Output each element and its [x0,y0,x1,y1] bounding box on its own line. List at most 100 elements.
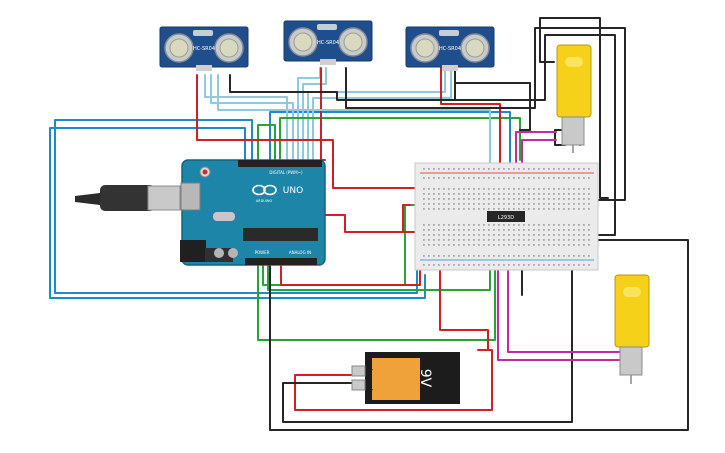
breadboard-hole [473,203,475,205]
digital-header-label: DIGITAL (PWM~) [269,170,303,175]
breadboard-hole [428,264,430,266]
usb-connector [147,185,181,211]
breadboard-hole [513,177,515,179]
black-wire-1[interactable] [345,27,626,201]
arduino-uno-board[interactable]: DIGITAL (PWM~) UNO ARDUINO POWER ANALOG … [180,159,326,266]
breadboard-hole [568,203,570,205]
breadboard-hole [428,198,430,200]
breadboard-hole [578,177,580,179]
red-wire-battery[interactable] [294,349,493,411]
breadboard-hole [443,264,445,266]
breadboard-hole [423,264,425,266]
red-wire-2[interactable] [320,67,326,161]
light-blue-wire-1[interactable] [204,74,288,166]
ultrasonic-sensor-middle[interactable]: HC-SR04 [283,20,373,65]
sensor-pins [442,65,458,71]
breadboard-hole [518,188,520,190]
breadboard-hole [428,177,430,179]
magenta-wire-1[interactable] [497,229,623,361]
ultrasonic-sensor-right[interactable]: HC-SR04 [405,26,495,71]
driver-chip[interactable] [487,211,525,222]
breadboard-hole [423,224,425,226]
breadboard-hole [448,239,450,241]
breadboard-hole [563,188,565,190]
breadboard-hole [533,198,535,200]
light-blue-wire-2[interactable] [210,74,294,166]
breadboard-hole [573,264,575,266]
breadboard-hole [563,177,565,179]
breadboard-hole [588,255,590,257]
breadboard-hole [543,203,545,205]
red-wire-1[interactable] [196,74,431,189]
breadboard-hole [578,168,580,170]
green-wire-1[interactable] [279,117,521,166]
breadboard-hole [553,193,555,195]
breadboard-hole [538,208,540,210]
breadboard-hole [433,224,435,226]
dc-motor-bottom[interactable] [614,274,650,384]
light-blue-wire-5[interactable] [307,67,446,166]
magenta-wire-2[interactable] [507,229,623,353]
breadboard-hole [563,244,565,246]
light-blue-wire-4[interactable] [302,67,327,166]
light-blue-wire-6[interactable] [312,67,452,166]
breadboard-hole [558,224,560,226]
breadboard-hole [468,203,470,205]
breadboard-hole [573,193,575,195]
breadboard-hole [468,239,470,241]
breadboard-hole [478,255,480,257]
breadboard-hole [538,203,540,205]
breadboard-hole [588,239,590,241]
ultrasonic-sensor-icon [288,27,368,57]
breadboard-hole [523,198,525,200]
breadboard-hole [583,244,585,246]
breadboard-hole [563,239,565,241]
breadboard-hole [428,224,430,226]
breadboard-hole [543,255,545,257]
breadboard-hole [463,198,465,200]
black-wire-6[interactable] [539,17,609,199]
breadboard-hole [473,177,475,179]
breadboard-hole [563,264,565,266]
breadboard-hole [493,208,495,210]
breadboard-hole [433,255,435,257]
breadboard-hole [498,264,500,266]
red-wire-3[interactable] [440,67,501,191]
breadboard-hole [513,208,515,210]
breadboard-hole [553,208,555,210]
breadboard-hole [568,234,570,236]
gearbox [556,44,592,118]
breadboard-hole [523,208,525,210]
breadboard-hole [538,193,540,195]
breadboard-hole [548,264,550,266]
breadboard-hole [553,168,555,170]
black-wire-5[interactable] [269,239,689,431]
ultrasonic-sensor-left[interactable]: HC-SR04 [159,26,249,71]
breadboard[interactable]: L293D [414,162,599,271]
breadboard-hole [508,168,510,170]
breadboard-hole [528,208,530,210]
breadboard-hole [448,188,450,190]
light-blue-wire-7[interactable] [217,74,491,201]
breadboard-hole [433,208,435,210]
breadboard-hole [428,168,430,170]
breadboard-hole [458,224,460,226]
breadboard-hole [533,234,535,236]
breadboard-hole [463,203,465,205]
battery-9v[interactable]: − + 9V [351,352,460,404]
breadboard-hole [488,229,490,231]
breadboard-hole [483,229,485,231]
breadboard-hole [483,203,485,205]
breadboard-hole [518,229,520,231]
breadboard-hole [448,244,450,246]
black-wire-battery[interactable] [282,261,573,423]
dc-motor-top[interactable] [556,44,592,153]
breadboard-hole [578,264,580,266]
red-wire-4[interactable] [324,214,431,233]
black-wire-3[interactable] [454,34,616,236]
usb-cable[interactable] [75,185,181,211]
blue-wire-top[interactable] [269,111,511,211]
breadboard-hole [483,244,485,246]
blue-wire-inner[interactable] [49,127,426,299]
